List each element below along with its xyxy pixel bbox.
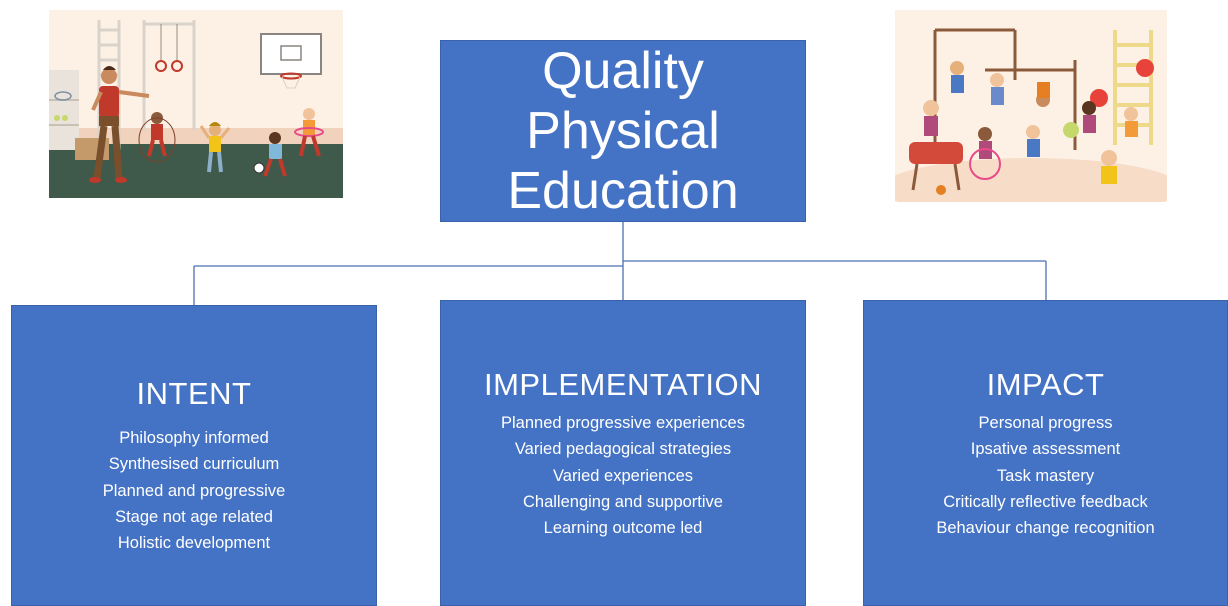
list-item: Synthesised curriculum [108,455,280,474]
impact-box: IMPACT Personal progress Ipsative assess… [863,300,1228,606]
list-item: Critically reflective feedback [943,492,1148,511]
playground-children-illustration [895,10,1167,202]
list-item: Planned progressive experiences [501,414,745,432]
list-item: Varied experiences [552,466,694,485]
diagram-title: Quality Physical Education [507,42,739,220]
impact-heading: IMPACT [986,367,1105,402]
implementation-list: Planned progressive experiences Varied p… [441,410,805,541]
implementation-box: IMPLEMENTATION Planned progressive exper… [440,300,806,606]
list-item: Stage not age related [115,507,273,526]
implementation-heading: IMPLEMENTATION [484,367,762,402]
list-item: Ipsative assessment [970,440,1121,459]
title-box: Quality Physical Education [440,40,806,222]
list-item: Behaviour change recognition [936,519,1155,538]
list-item: Personal progress [978,414,1113,432]
gym-class-illustration [49,10,343,198]
list-item: Holistic development [117,534,271,553]
list-item: Varied pedagogical strategies [514,440,732,459]
intent-box: INTENT Philosophy informed Synthesised c… [11,305,377,606]
list-item: Learning outcome led [543,519,703,538]
impact-list: Personal progress Ipsative assessment Ta… [864,410,1227,541]
list-item: Planned and progressive [102,481,286,500]
list-item: Task mastery [996,466,1095,485]
list-item: Challenging and supportive [523,492,723,511]
intent-heading: INTENT [136,376,252,411]
list-item: Philosophy informed [119,429,269,447]
intent-list: Philosophy informed Synthesised curricul… [12,425,376,556]
